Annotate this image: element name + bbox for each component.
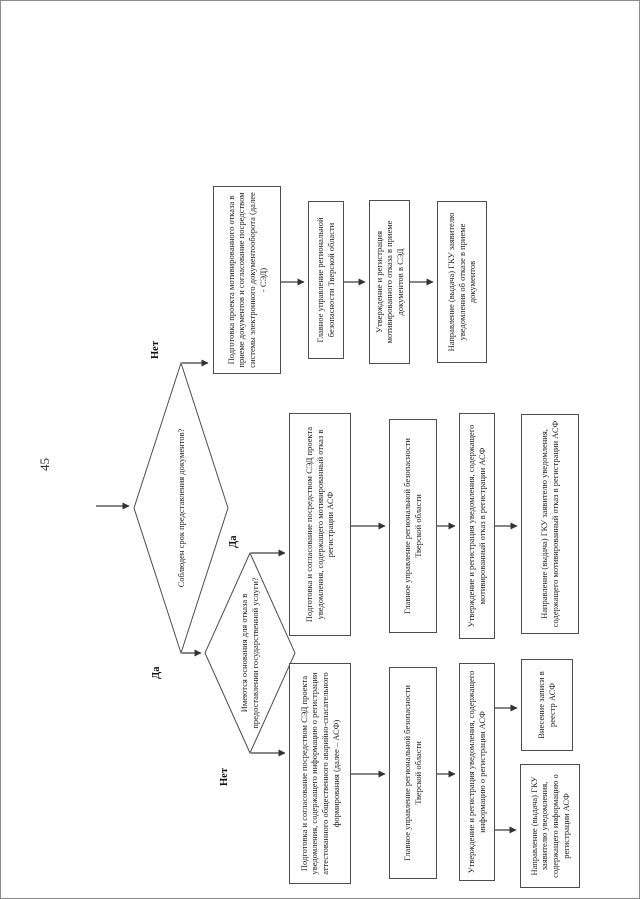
- arrow-lines: [96, 278, 518, 834]
- box-send-registration-notification: Направление (выдача) ГКУ заявителю уведо…: [520, 764, 580, 888]
- box-approve-register-refusal-sed: Утверждение и регистрация мотивированног…: [369, 200, 410, 364]
- branch-label-d1-yes: Да: [151, 666, 162, 679]
- box-regional-security-dept-c: Главное управление региональной безопасн…: [389, 667, 437, 879]
- box-send-refusal-notification: Направление (выдача) ГКУ заявителю уведо…: [521, 414, 579, 634]
- box-approve-register-refusal-notification: Утверждение и регистрация уведомления, с…: [459, 413, 495, 639]
- box-prepare-registration-notification-draft: Подготовка и согласование посредством СЭ…: [289, 663, 351, 884]
- page-number: 45: [37, 458, 52, 471]
- branch-label-d1-no: Нет: [150, 341, 161, 359]
- decision-diamond-deadline: [133, 361, 229, 655]
- box-send-refusal-notice-documents: Направление (выдача) ГКУ заявителю уведо…: [437, 201, 487, 363]
- box-approve-register-registration-notification: Утверждение и регистрация уведомления, с…: [459, 663, 495, 881]
- branch-label-d2-no: Нет: [219, 768, 230, 786]
- decision-grounds-question: Имеются основания для отказа в предостав…: [239, 577, 260, 729]
- box-registry-entry: Внесение записи в реестр АСФ: [521, 659, 573, 751]
- branch-label-d2-yes: Да: [228, 535, 239, 548]
- box-prepare-refusal-draft: Подготовка проекта мотивированного отказ…: [213, 186, 281, 374]
- box-regional-security-dept-b: Главное управление региональной безопасн…: [389, 419, 437, 633]
- box-regional-security-dept-a: Главное управление региональной безопасн…: [308, 201, 344, 359]
- box-prepare-refusal-notification-draft: Подготовка и согласование посредством СЭ…: [289, 413, 351, 636]
- decision-diamond-grounds: [204, 551, 296, 755]
- decision-deadline-question: Соблюден срок представления документов?: [175, 428, 186, 588]
